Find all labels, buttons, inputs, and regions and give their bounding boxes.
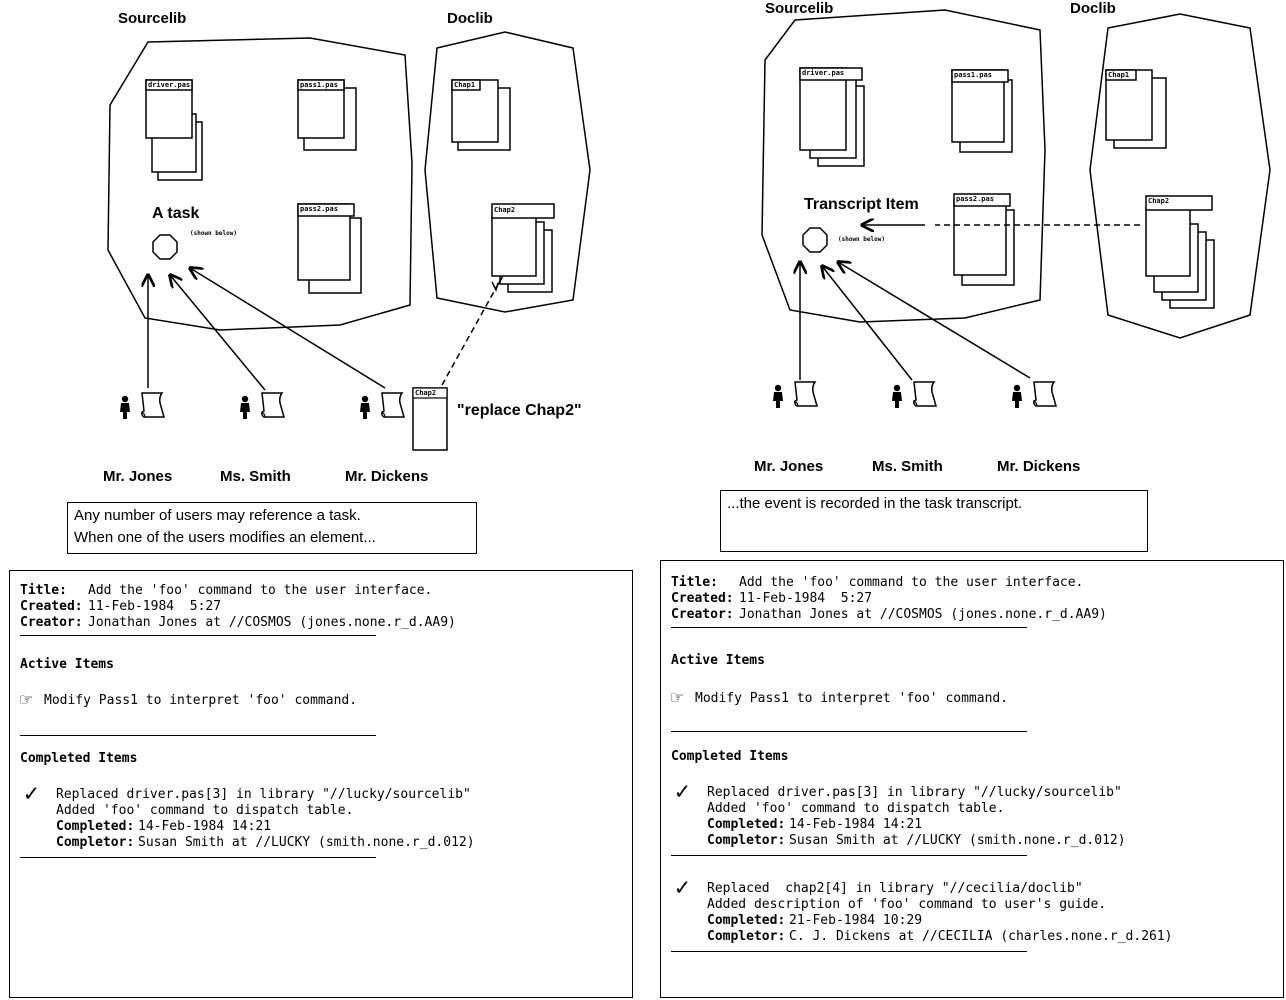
completed-items-header: Completed Items	[671, 749, 788, 764]
completor-value: Susan Smith at //LUCKY (smith.none.r_d.0…	[138, 835, 475, 850]
left-pass2-label: pass2.pas	[300, 205, 352, 213]
checkmark-icon: ✓	[675, 779, 689, 803]
left-driver-label: driver.pas	[148, 81, 192, 89]
divider	[20, 735, 376, 736]
right-task-transcript: Title: Add the 'foo' command to the user…	[660, 560, 1284, 998]
right-doclib-label: Doclib	[1070, 0, 1116, 17]
pointing-hand-icon: ☞	[20, 689, 32, 709]
active-items-header: Active Items	[20, 657, 114, 672]
right-chap1-label: Chap1	[1108, 71, 1136, 79]
transcript-item-label: Transcript Item	[804, 196, 919, 214]
right-pass1-doc	[952, 70, 1012, 152]
left-caption-box: Any number of users may reference a task…	[67, 502, 477, 554]
right-pass2-doc	[954, 194, 1014, 285]
title-key: Title:	[671, 575, 718, 590]
right-caption-box: ...the event is recorded in the task tra…	[720, 490, 1148, 552]
checkmark-icon: ✓	[24, 781, 38, 805]
right-task-sublabel: (shown below)	[838, 236, 885, 243]
completed-value: 21-Feb-1984 10:29	[789, 913, 922, 928]
left-pass1-label: pass1.pas	[300, 81, 344, 89]
completed-key: Completed:	[707, 913, 785, 928]
right-chap1-doc	[1106, 70, 1166, 148]
creator-key: Creator:	[20, 615, 83, 630]
completed-value: 14-Feb-1984 14:21	[789, 817, 922, 832]
checkmark-icon: ✓	[675, 875, 689, 899]
right-chap2-label: Chap2	[1148, 197, 1208, 205]
replace-command-text: "replace Chap2"	[457, 402, 582, 420]
completed-item-line2: Added 'foo' command to dispatch table.	[707, 801, 1004, 816]
title-key: Title:	[20, 583, 67, 598]
divider	[671, 627, 1027, 628]
created-value: 11-Feb-1984 5:27	[88, 599, 221, 614]
creator-key: Creator:	[671, 607, 734, 622]
created-value: 11-Feb-1984 5:27	[739, 591, 872, 606]
left-chap2-label: Chap2	[494, 206, 552, 214]
left-chap1-doc	[452, 80, 510, 150]
divider	[20, 857, 376, 858]
divider	[671, 855, 1027, 856]
left-caption-line: Any number of users may reference a task…	[74, 505, 470, 527]
completed-key: Completed:	[707, 817, 785, 832]
completed-item-line2: Added 'foo' command to dispatch table.	[56, 803, 353, 818]
left-driver-doc	[146, 80, 202, 180]
right-pass2-label: pass2.pas	[956, 195, 1008, 203]
left-user-smith-icons	[240, 393, 284, 419]
right-pass1-label: pass1.pas	[954, 71, 1006, 79]
left-user-chap2-label: Chap2	[415, 389, 445, 397]
diagram-canvas	[0, 0, 1286, 565]
left-user-jones-label: Mr. Jones	[103, 468, 172, 485]
right-user-smith-label: Ms. Smith	[872, 458, 943, 475]
left-user-dickens-label: Mr. Dickens	[345, 468, 428, 485]
right-chap2-doc	[1146, 196, 1214, 308]
left-chap1-label: Chap1	[454, 81, 480, 89]
completor-value: Susan Smith at //LUCKY (smith.none.r_d.0…	[789, 833, 1126, 848]
left-caption-line: When one of the users modifies an elemen…	[74, 527, 470, 549]
divider	[20, 635, 376, 636]
created-key: Created:	[20, 599, 83, 614]
completed-item-line1: Replaced driver.pas[3] in library "//luc…	[56, 787, 471, 802]
title-value: Add the 'foo' command to the user interf…	[88, 583, 432, 598]
completor-key: Completor:	[56, 835, 134, 850]
title-value: Add the 'foo' command to the user interf…	[739, 575, 1083, 590]
pointing-hand-icon: ☞	[671, 687, 683, 707]
right-caption-line: ...the event is recorded in the task tra…	[727, 493, 1141, 515]
left-task-transcript: Title: Add the 'foo' command to the user…	[9, 570, 633, 998]
completed-key: Completed:	[56, 819, 134, 834]
left-task-sublabel: (shown below)	[190, 230, 237, 237]
right-driver-label: driver.pas	[802, 69, 860, 77]
active-items-header: Active Items	[671, 653, 765, 668]
right-user-jones-icons	[773, 382, 817, 408]
completed-items-header: Completed Items	[20, 751, 137, 766]
divider	[671, 731, 1027, 732]
right-user-dickens-icons	[1012, 382, 1056, 408]
completed-value: 14-Feb-1984 14:21	[138, 819, 271, 834]
left-sourcelib-label: Sourcelib	[118, 10, 186, 27]
left-task-label: A task	[152, 205, 199, 223]
active-item[interactable]: Modify Pass1 to interpret 'foo' command.	[695, 691, 1008, 706]
right-task-octagon	[803, 228, 827, 252]
completor-value: C. J. Dickens at //CECILIA (charles.none…	[789, 929, 1173, 944]
left-pass1-doc	[298, 80, 356, 150]
left-user-jones-icons	[120, 393, 164, 419]
left-user-smith-label: Ms. Smith	[220, 468, 291, 485]
completor-key: Completor:	[707, 929, 785, 944]
creator-value: Jonathan Jones at //COSMOS (jones.none.r…	[88, 615, 456, 630]
completed-item-line1: Replaced driver.pas[3] in library "//luc…	[707, 785, 1122, 800]
active-item[interactable]: Modify Pass1 to interpret 'foo' command.	[44, 693, 357, 708]
right-driver-doc	[800, 68, 864, 166]
left-user-dickens-icons	[360, 388, 447, 450]
divider	[671, 951, 1027, 952]
completor-key: Completor:	[707, 833, 785, 848]
left-doclib-label: Doclib	[447, 10, 493, 27]
right-sourcelib-label: Sourcelib	[765, 0, 833, 17]
creator-value: Jonathan Jones at //COSMOS (jones.none.r…	[739, 607, 1107, 622]
right-user-dickens-label: Mr. Dickens	[997, 458, 1080, 475]
right-user-smith-icons	[892, 382, 936, 408]
left-task-octagon	[153, 235, 177, 259]
left-pass2-doc	[298, 204, 361, 293]
created-key: Created:	[671, 591, 734, 606]
completed-item-line1: Replaced chap2[4] in library "//cecilia/…	[707, 881, 1083, 896]
completed-item-line2: Added description of 'foo' command to us…	[707, 897, 1106, 912]
right-user-jones-label: Mr. Jones	[754, 458, 823, 475]
